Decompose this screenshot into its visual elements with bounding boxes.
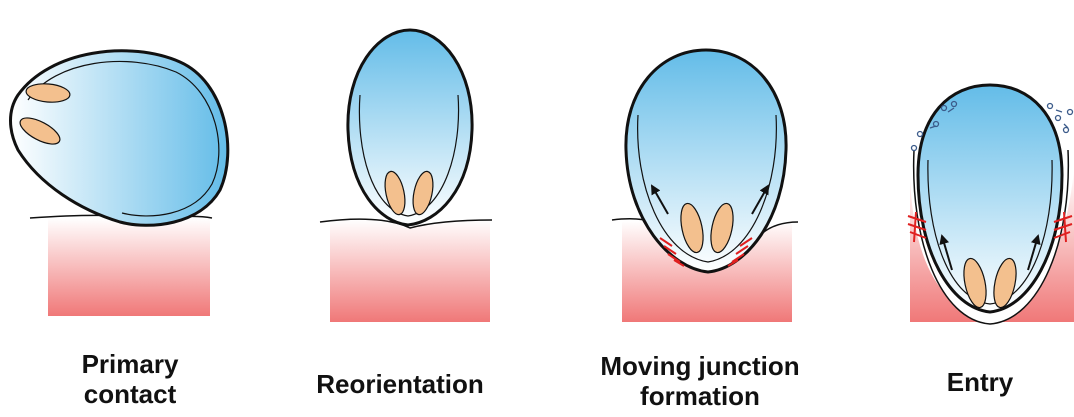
stage-label-line: contact	[50, 379, 210, 409]
stage-label-primary-contact: Primary contact	[50, 349, 210, 409]
stage-label-line: Primary	[50, 349, 210, 379]
stage-label-entry: Entry	[905, 367, 1055, 397]
stage-moving-junction	[612, 50, 798, 322]
stage-label-line: Moving junction	[560, 351, 840, 381]
stage-label-reorientation: Reorientation	[300, 369, 500, 399]
stage-label-line: Reorientation	[300, 369, 500, 399]
stage-label-moving-junction: Moving junction formation	[560, 351, 840, 411]
stage-label-line: Entry	[905, 367, 1055, 397]
host-cell	[48, 218, 210, 316]
stage-label-line: formation	[560, 381, 840, 411]
host-cell	[330, 220, 490, 322]
stage-reorientation	[320, 30, 492, 322]
stage-entry	[908, 85, 1074, 324]
parasite-body	[348, 30, 472, 225]
stage-primary-contact	[11, 51, 228, 316]
